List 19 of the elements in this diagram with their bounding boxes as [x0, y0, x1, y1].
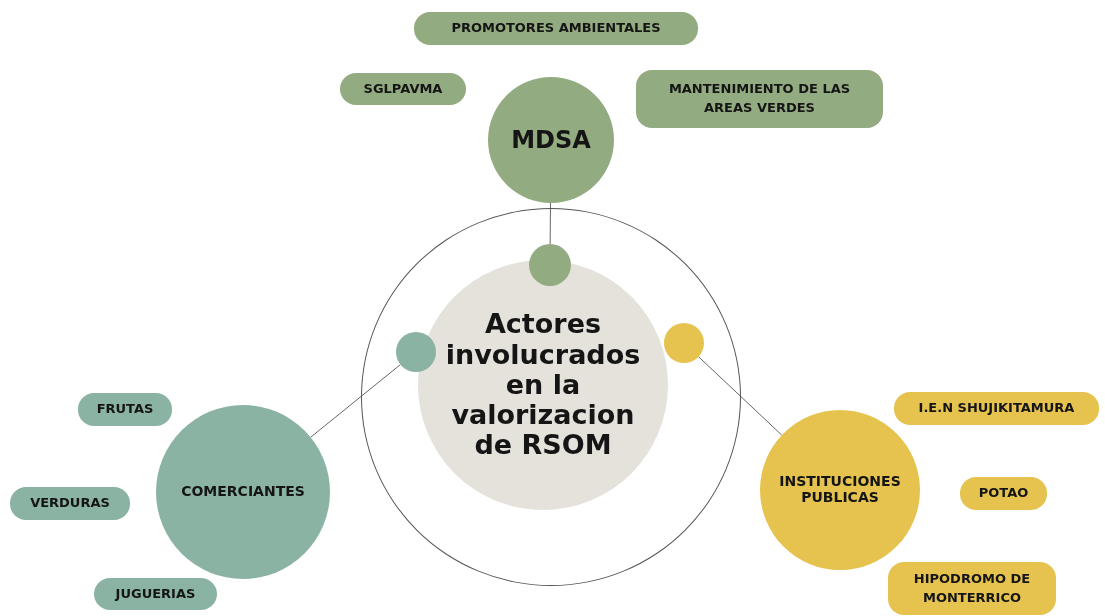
central-topic-circle: Actores involucrados en la valorizacion de RSOM — [418, 260, 668, 510]
connector-line — [310, 364, 401, 438]
connector-dot — [664, 323, 704, 363]
topic-label: VERDURAS — [10, 487, 130, 520]
connector-dot — [529, 244, 571, 286]
topic-label: JUGUERIAS — [94, 578, 217, 610]
topic-circle: COMERCIANTES — [156, 405, 330, 579]
topic-label: MANTENIMIENTO DE LAS AREAS VERDES — [636, 70, 883, 128]
connector-dot — [396, 332, 436, 372]
topic-label: FRUTAS — [78, 393, 172, 426]
topic-label: HIPODROMO DE MONTERRICO — [888, 562, 1056, 615]
topic-label: I.E.N SHUJIKITAMURA — [894, 392, 1099, 425]
topic-label: SGLPAVMA — [340, 73, 466, 105]
topic-circle: MDSA — [488, 77, 614, 203]
topic-label: POTAO — [960, 477, 1047, 510]
topic-label: PROMOTORES AMBIENTALES — [414, 12, 698, 45]
topic-circle: INSTITUCIONES PUBLICAS — [760, 410, 920, 570]
connector-line — [549, 202, 551, 245]
connector-line — [698, 356, 783, 436]
